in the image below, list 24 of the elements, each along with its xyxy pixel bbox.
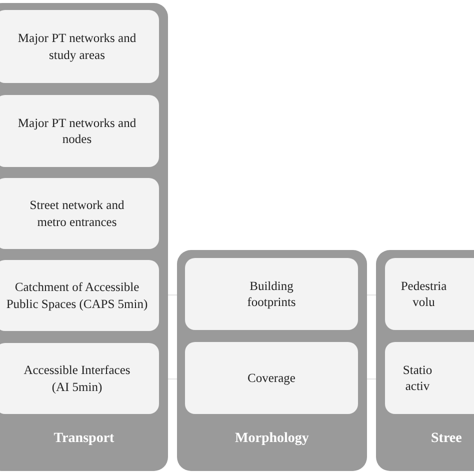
item-card: [185, 258, 358, 330]
item-card: [385, 258, 474, 330]
category-panel: [177, 250, 367, 471]
item-label: Accessible Interfaces (AI 5min): [22, 362, 132, 395]
category-panel: [0, 3, 168, 471]
item-label: Major PT networks and nodes: [18, 114, 136, 148]
item-card: [0, 10, 159, 83]
item-card: [0, 260, 159, 331]
category-label: Stree: [431, 431, 463, 447]
item-card: [0, 343, 159, 414]
item-label: Statio activ: [402, 362, 434, 394]
category-label: Transport: [52, 431, 116, 447]
item-card: [0, 178, 159, 249]
item-label: Coverage: [248, 370, 296, 386]
item-label: Building footprints: [246, 278, 297, 310]
item-label: Pedestria volu: [400, 278, 448, 310]
category-panel: [376, 250, 474, 471]
item-label: Catchment of Accessible Public Spaces (CAPS 5min): [5, 279, 149, 312]
category-label: Morphology: [234, 431, 310, 447]
item-card: [185, 342, 358, 414]
item-card: [385, 342, 474, 414]
item-label: Major PT networks and study areas: [18, 30, 136, 63]
item-label: Street network and metro entrances: [28, 197, 126, 230]
item-card: [0, 95, 159, 167]
